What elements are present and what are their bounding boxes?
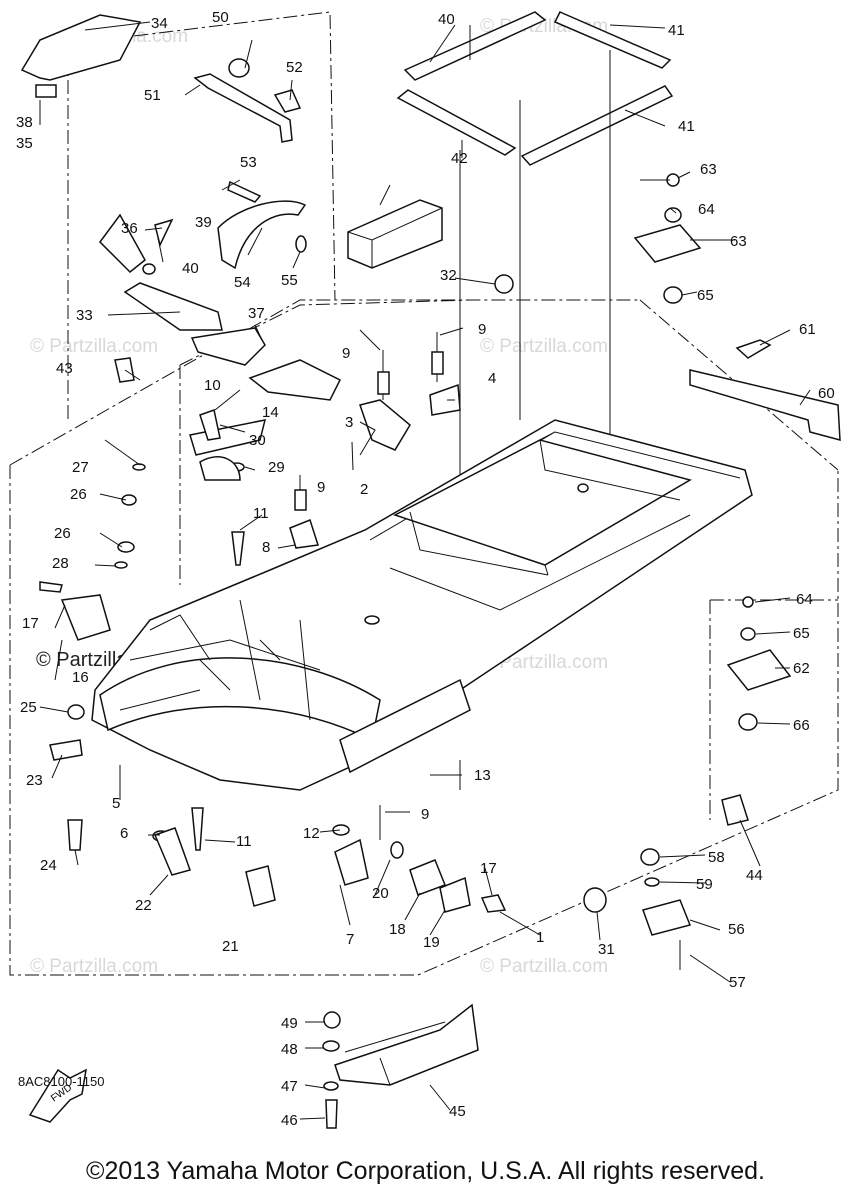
- callout-label: 49: [281, 1015, 298, 1032]
- callout-label: 58: [708, 849, 725, 866]
- callout-label: 2: [360, 481, 368, 498]
- callout-label: 40: [438, 11, 455, 28]
- callout-label: 32: [440, 267, 457, 284]
- callout-label: 40: [182, 260, 199, 277]
- callout-label: 33: [76, 307, 93, 324]
- callout-label: 17: [22, 615, 39, 632]
- callout-label: 30: [249, 432, 266, 449]
- callout-label: 65: [697, 287, 714, 304]
- callout-label: 63: [730, 233, 747, 250]
- callout-label: 1: [536, 929, 544, 946]
- callout-label: 53: [240, 154, 257, 171]
- lower-left-parts: [39, 463, 507, 913]
- callout-label: 45: [449, 1103, 466, 1120]
- callout-label: 20: [372, 885, 389, 902]
- callout-label: 21: [222, 938, 239, 955]
- callout-label: 39: [195, 214, 212, 231]
- callout-label: 24: [40, 857, 57, 874]
- forward-arrow-icon: FWD: [28, 1068, 87, 1123]
- callout-label: 51: [144, 87, 161, 104]
- watermark: © Partzilla.com: [30, 956, 158, 977]
- callout-label: 29: [268, 459, 285, 476]
- callout-label: 47: [281, 1078, 298, 1095]
- callout-label: 9: [421, 806, 429, 823]
- callout-label: 59: [696, 876, 713, 893]
- rivets-and-bolts: [189, 332, 461, 840]
- callout-label: 54: [234, 274, 251, 291]
- callout-label: 38: [16, 114, 33, 131]
- callout-label: 19: [423, 934, 440, 951]
- callout-label: 55: [281, 272, 298, 289]
- watermark: © Partzilla.com: [480, 956, 608, 977]
- callout-label: 62: [793, 660, 810, 677]
- callout-label: 66: [793, 717, 810, 734]
- callout-label: 9: [342, 345, 350, 362]
- callout-label: 43: [56, 360, 73, 377]
- copyright-notice: ©2013 Yamaha Motor Corporation, U.S.A. A…: [86, 1157, 765, 1185]
- callout-label: 27: [72, 459, 89, 476]
- callout-label: 41: [678, 118, 695, 135]
- callout-label: 37: [248, 305, 265, 322]
- callout-label: 14: [262, 404, 279, 421]
- callout-label: 65: [793, 625, 810, 642]
- callout-label: 23: [26, 772, 43, 789]
- callout-label: 7: [346, 931, 354, 948]
- callout-label: 25: [20, 699, 37, 716]
- upper-assembly-boundary: [59, 11, 336, 420]
- upper-left-parts: [20, 14, 342, 401]
- callout-label: 26: [54, 525, 71, 542]
- callout-label: 5: [112, 795, 120, 812]
- callout-label: 28: [52, 555, 69, 572]
- watermark: © Partzilla.com: [30, 336, 158, 357]
- watermark: © Partzilla.com: [480, 652, 608, 673]
- callout-label: 3: [345, 414, 353, 431]
- callout-label: 17: [480, 860, 497, 877]
- callout-label: 11: [253, 505, 269, 522]
- callout-label: 11: [236, 833, 252, 850]
- callout-label: 50: [212, 9, 229, 26]
- callout-label: 8: [262, 539, 270, 556]
- callout-label: 42: [451, 150, 468, 167]
- callout-label: 64: [796, 591, 813, 608]
- watermark: © Partzilla.com: [480, 336, 608, 357]
- callout-label: 64: [698, 201, 715, 218]
- callout-labels: 1234567899991011111213141617171819202122…: [16, 9, 835, 1129]
- bracket-44: [322, 1003, 479, 1129]
- callout-label: 56: [728, 921, 745, 938]
- callout-label: 61: [799, 321, 816, 338]
- callout-label: 63: [700, 161, 717, 178]
- callout-label: 26: [70, 486, 87, 503]
- callout-label: 52: [286, 59, 303, 76]
- battery-block: [347, 184, 443, 269]
- callout-label: 48: [281, 1041, 298, 1058]
- callout-label: 12: [303, 825, 320, 842]
- callout-label: 60: [818, 385, 835, 402]
- callout-label: 22: [135, 897, 152, 914]
- callout-label: 46: [281, 1112, 298, 1129]
- callout-label: 41: [668, 22, 685, 39]
- callout-label: 4: [488, 370, 496, 387]
- callout-label: 35: [16, 135, 33, 152]
- frame-body: [91, 419, 753, 791]
- callout-label: 36: [121, 220, 138, 237]
- callout-label: 13: [474, 767, 491, 784]
- callout-label: 16: [72, 669, 89, 686]
- callout-label: 10: [204, 377, 221, 394]
- diagram-code: 8AC8100-1150: [18, 1074, 105, 1089]
- callout-label: 57: [729, 974, 746, 991]
- callout-label: 9: [478, 321, 486, 338]
- callout-label: 44: [746, 867, 763, 884]
- callout-label: 31: [598, 941, 615, 958]
- callout-label: 6: [120, 825, 128, 842]
- seat-cushion-strips: [396, 11, 674, 480]
- leader-lines: [39, 21, 811, 1120]
- callout-label: 18: [389, 921, 406, 938]
- callout-label: 34: [151, 15, 168, 32]
- callout-label: 9: [317, 479, 325, 496]
